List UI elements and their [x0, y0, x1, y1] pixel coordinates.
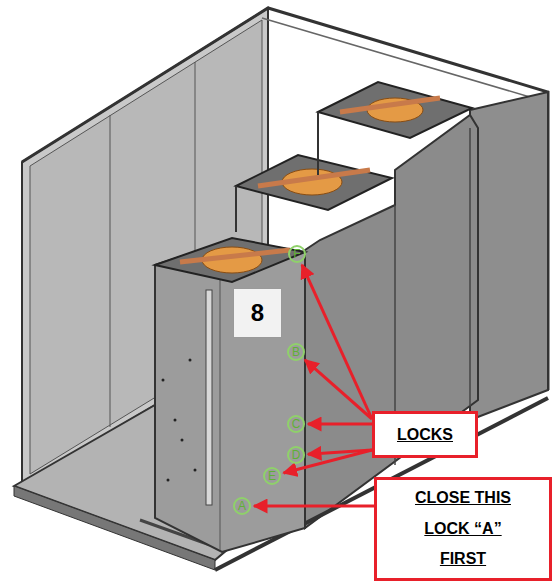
- unit-number: 8: [233, 288, 282, 338]
- label-text: 8: [251, 299, 264, 327]
- leader-arrow: [305, 360, 372, 419]
- lock-callout: C: [287, 415, 305, 433]
- lock-callout: D: [287, 446, 305, 464]
- lock-letter: A: [238, 500, 246, 512]
- lock-letter: D: [292, 449, 301, 461]
- lock-letter: C: [292, 418, 301, 430]
- lock-letter: F: [293, 248, 300, 260]
- callout-box: LOCKS: [372, 411, 478, 458]
- leader-arrow: [284, 450, 372, 473]
- leader-arrow: [308, 423, 372, 426]
- lock-callout: A: [233, 497, 251, 515]
- leader-arrow: [254, 505, 374, 508]
- lock-callout: E: [263, 467, 281, 485]
- label-text: CLOSE THIS LOCK “A” FIRST: [403, 483, 523, 574]
- lock-callout: F: [288, 245, 306, 263]
- leader-arrow: [302, 265, 372, 419]
- lock-letter: B: [292, 346, 300, 358]
- callout-box: CLOSE THIS LOCK “A” FIRST: [374, 477, 552, 581]
- lock-letter: E: [268, 470, 276, 482]
- lock-callout: B: [287, 343, 305, 361]
- label-text: LOCKS: [397, 426, 453, 444]
